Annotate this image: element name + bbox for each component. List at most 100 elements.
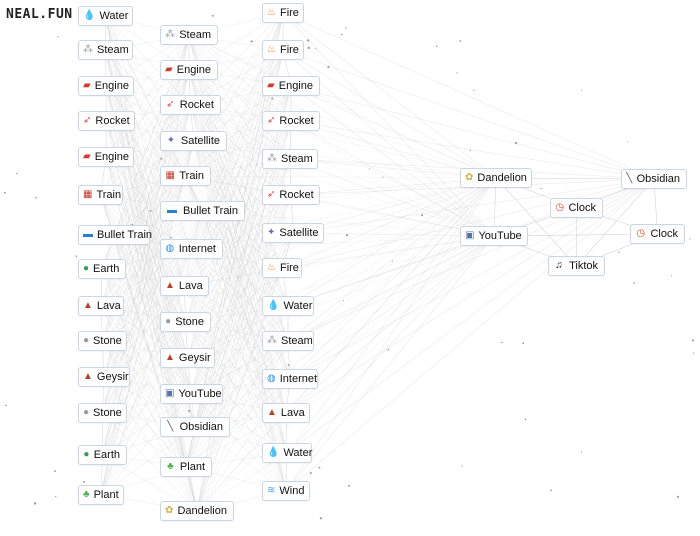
element-item-satellite[interactable]: ✦Satellite [160,131,227,151]
connection-line [184,158,291,287]
star-dot [691,339,695,342]
element-item-fire[interactable]: ♨Fire [262,40,304,60]
cluster-item-tiktok[interactable]: ♫Tiktok [548,256,605,276]
element-item-earth[interactable]: ●Earth [78,445,127,465]
connection-line [100,104,191,196]
element-item-youtube[interactable]: ▣YouTube [160,384,223,404]
star-dot [318,466,321,469]
connection-line [185,321,288,454]
star-dot [514,141,518,145]
element-item-fire[interactable]: ♨Fire [262,3,304,23]
connection-line [191,177,497,250]
element-item-engine[interactable]: ▰Engine [160,60,218,80]
element-label: Engine [94,151,129,163]
element-item-bullet-train[interactable]: ▬Bullet Train [160,201,245,221]
element-item-fire[interactable]: ♨Fire [262,258,302,278]
connection-line [188,34,289,342]
element-item-steam[interactable]: ⁂Steam [262,331,314,351]
star-dot [348,484,351,487]
connection-line [102,210,203,342]
element-label: Water [283,447,313,459]
element-label: Engine [176,64,211,76]
connection-line [105,69,190,158]
element-item-lava[interactable]: ▲Lava [262,403,310,423]
connection-line [188,34,495,237]
star-dot [314,47,316,49]
element-item-steam[interactable]: ⁂Steam [160,25,218,45]
element-item-engine[interactable]: ▰Engine [78,76,134,96]
element-item-bullet-train[interactable]: ▬Bullet Train [78,225,152,245]
element-item-engine[interactable]: ▰Engine [262,76,320,96]
connection-line [113,234,188,359]
element-item-steam[interactable]: ⁂Steam [78,40,133,60]
element-item-train[interactable]: ▦Train [160,166,211,186]
element-item-internet[interactable]: ◍Internet [262,369,318,389]
connection-line [202,210,289,307]
cluster-item-clock[interactable]: ◷Clock [630,224,685,244]
cluster-item-clock[interactable]: ◷Clock [550,198,603,218]
element-item-geysir[interactable]: ▲Geysir [78,367,130,387]
element-item-satellite[interactable]: ✦Satellite [262,223,324,243]
element-item-water[interactable]: 💧Water [262,296,314,316]
cluster-item-youtube[interactable]: ▣YouTube [460,226,528,246]
tv-icon: ▣ [165,388,175,399]
connection-line [187,357,287,492]
connection-line [102,104,191,414]
connection-line [106,120,196,428]
star-dot [345,27,347,29]
neal-fun-logo[interactable]: NEAL.FUN [6,7,73,22]
element-item-water[interactable]: 💧Water [262,443,312,463]
volcano-icon: ▲ [83,300,93,311]
connection-line [285,235,495,414]
star-dot [309,471,312,475]
element-item-lava[interactable]: ▲Lava [160,276,209,296]
element-item-dandelion[interactable]: ✿Dandelion [160,501,234,521]
element-label: Geysir [178,352,211,364]
connection-line [102,321,186,456]
element-item-stone[interactable]: ●Stone [160,312,211,332]
element-label: Steam [179,29,211,41]
stone-icon: ● [83,407,90,418]
element-item-rocket[interactable]: ➶Rocket [160,95,221,115]
element-item-steam[interactable]: ⁂Steam [262,149,318,169]
star-dot [54,470,56,473]
element-item-stone[interactable]: ●Stone [78,331,127,351]
element-label: Stone [93,407,122,419]
element-item-engine[interactable]: ▰Engine [78,147,134,167]
element-item-rocket[interactable]: ➶Rocket [78,111,135,131]
star-dot [327,66,330,69]
connection-line [106,120,187,468]
obsidian-knife-icon: ╲ [167,421,174,432]
water-drop-icon: 💧 [267,300,280,311]
cluster-item-dandelion[interactable]: ✿Dandelion [460,168,532,188]
element-item-plant[interactable]: ♣Plant [78,485,124,505]
element-label: Obsidian [179,421,223,433]
star-dot [57,36,59,38]
element-label: Water [99,10,129,22]
connection-line [191,393,287,492]
element-item-plant[interactable]: ♣Plant [160,457,212,477]
element-item-stone[interactable]: ●Stone [78,403,127,423]
element-item-rocket[interactable]: ➶Rocket [262,111,320,131]
cluster-item-obsidian[interactable]: ╲Obsidian [621,169,687,189]
element-item-lava[interactable]: ▲Lava [78,296,124,316]
connection-line [194,85,292,428]
element-item-water[interactable]: 💧Water [78,6,133,26]
element-item-earth[interactable]: ●Earth [78,259,126,279]
connection-line [102,69,190,342]
element-item-internet[interactable]: ◍Internet [160,239,223,259]
element-item-train[interactable]: ▦Train [78,185,123,205]
connection-line [187,267,283,359]
star-dot [35,196,38,199]
connection-line [196,194,292,512]
element-item-geysir[interactable]: ▲Geysir [160,348,215,368]
element-item-wind[interactable]: ≋Wind [262,481,310,501]
connection-line [196,235,495,512]
element-item-rocket[interactable]: ➶Rocket [262,185,320,205]
element-item-obsidian[interactable]: ╲ Obsidian [160,417,230,437]
star-dot [83,480,86,483]
connection-line [102,340,187,468]
connection-line [184,285,287,414]
dandelion-icon: ✿ [465,172,474,183]
